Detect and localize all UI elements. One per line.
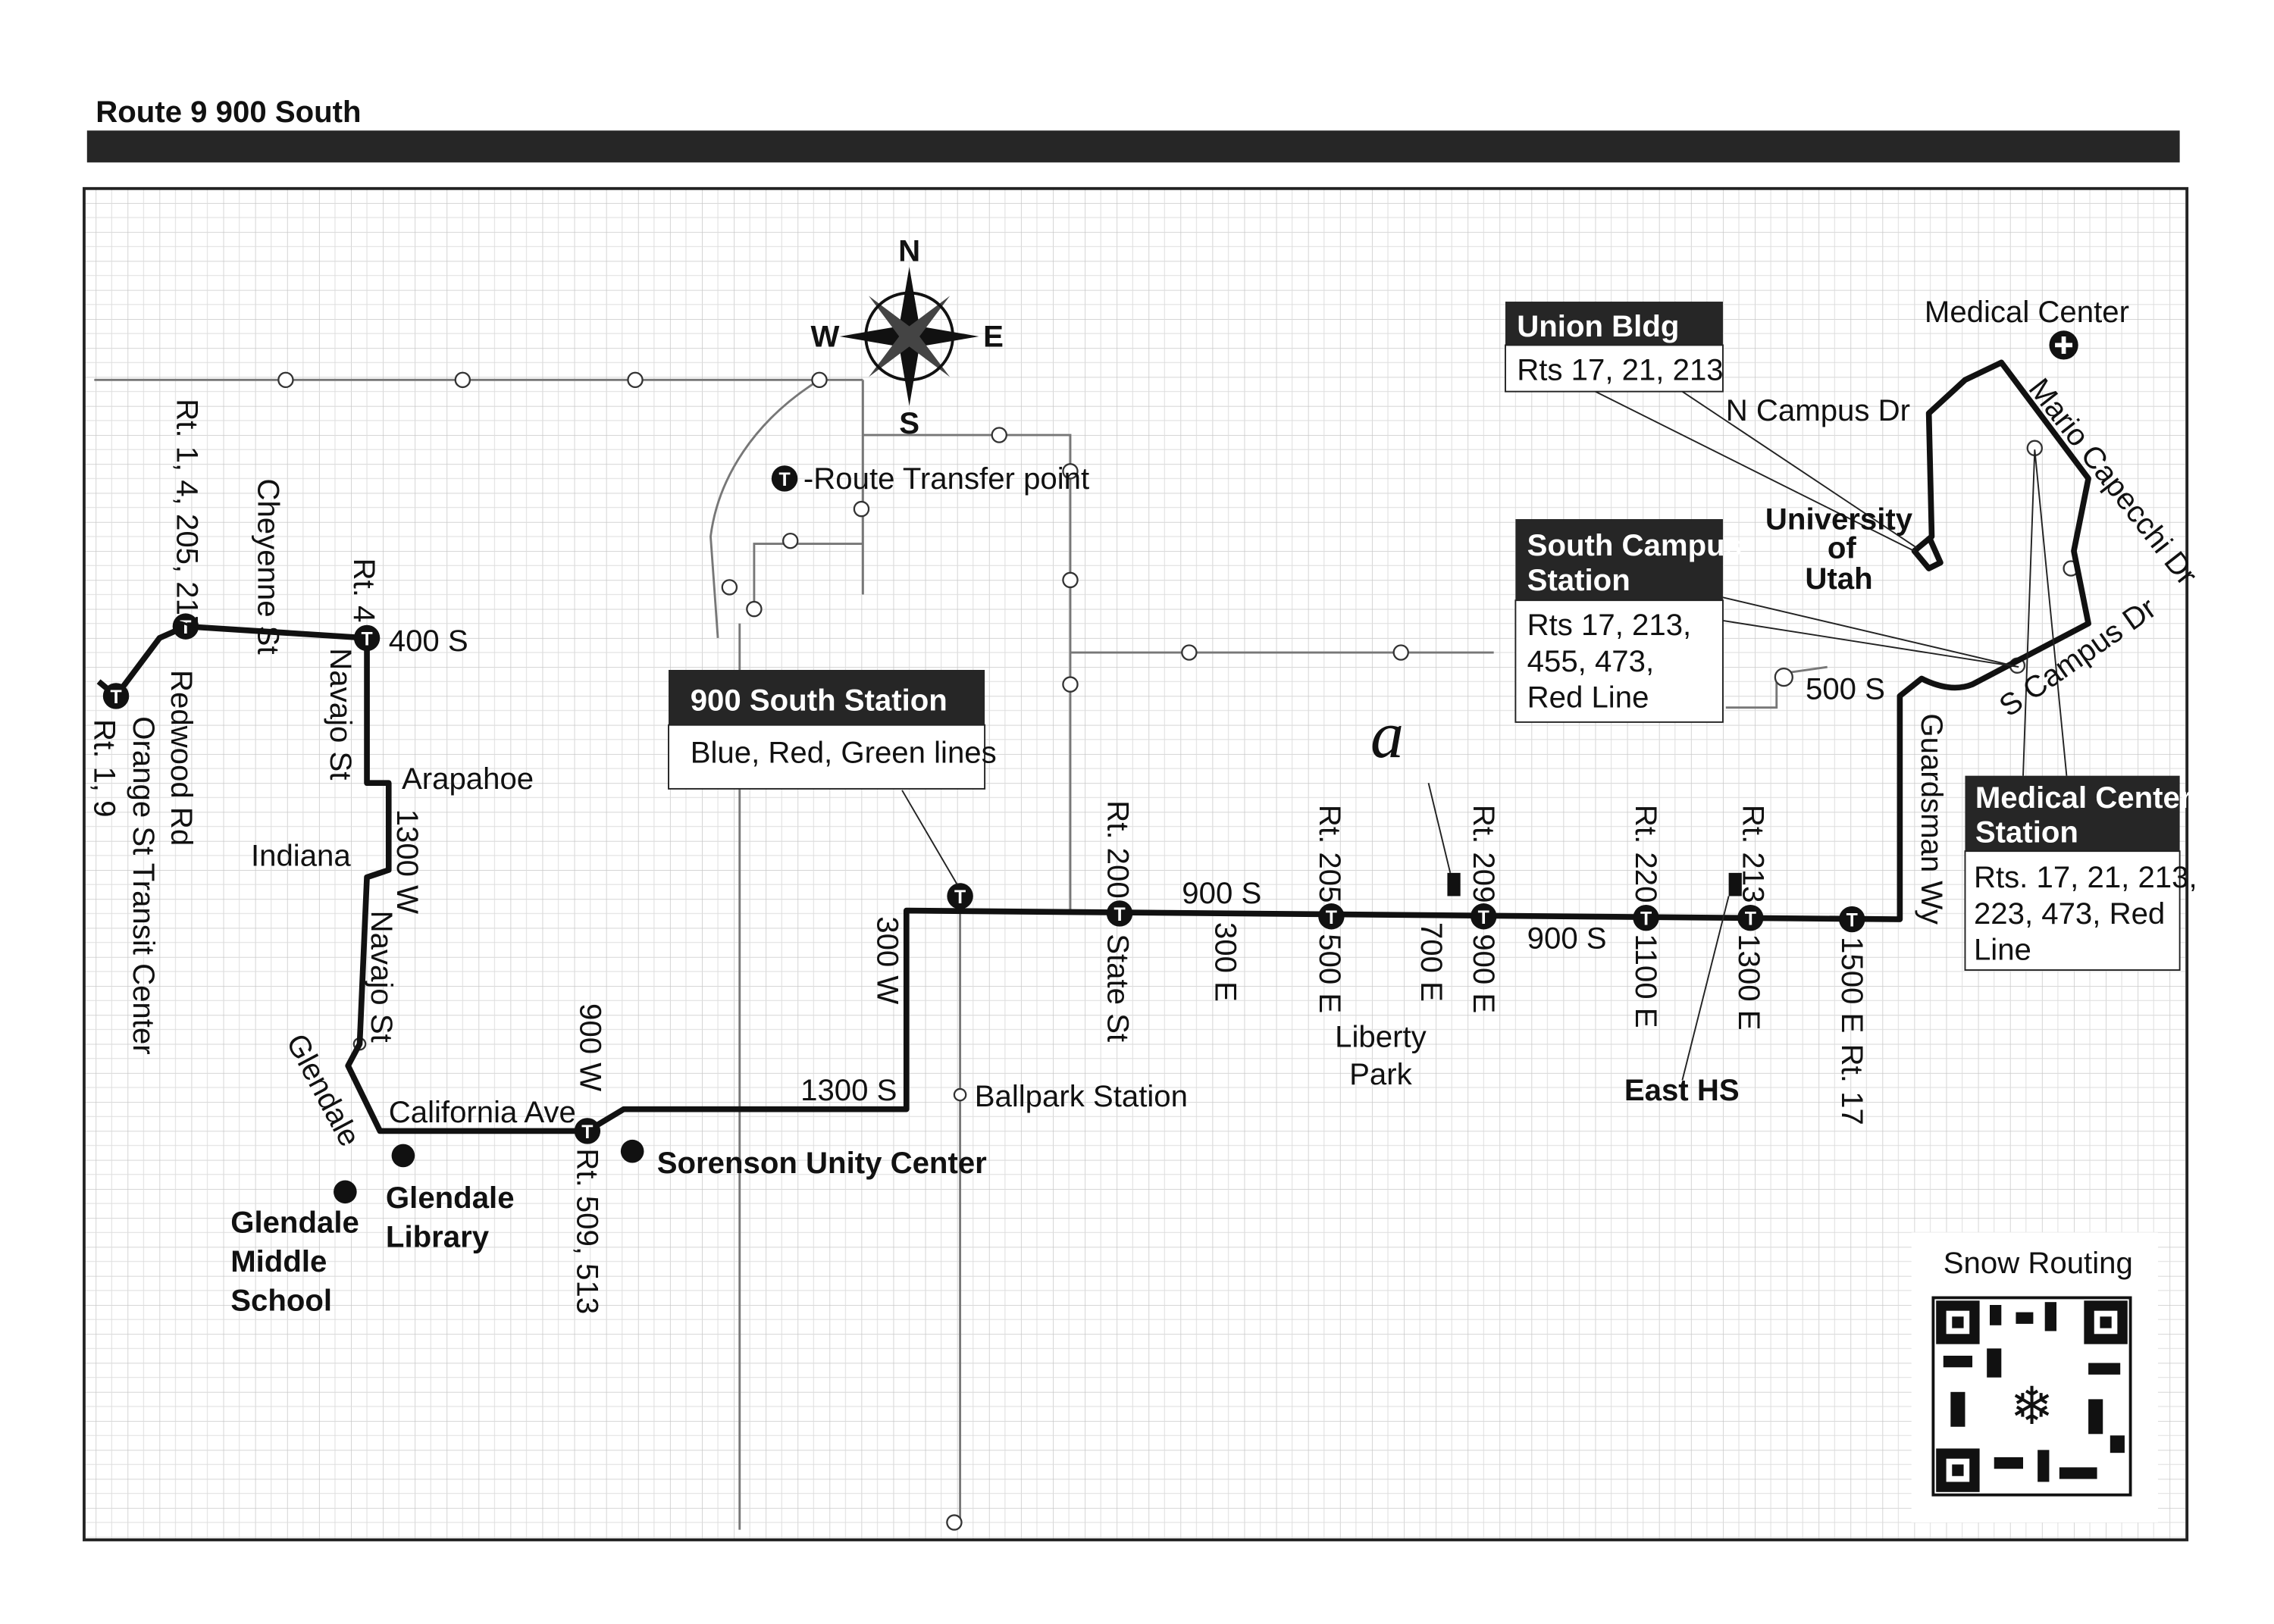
routes-r4-label: Rt. 4 [347,559,381,623]
callouts-medical-title-1-label: Station [1975,815,2078,850]
streets-e300-label: 300 E [1208,922,1242,1002]
streets-state-label: State St [1101,934,1135,1042]
callouts-station_900s-lines-0-label: Blue, Red, Green lines [691,735,997,769]
streets-e1100-label: 1100 E [1629,934,1663,1028]
streets-s900b-label: 900 S [1527,921,1607,955]
streets-orange-label: Orange St Transit Center [127,716,161,1054]
callouts-south_campus-lines-2-label: Red Line [1527,681,1649,715]
routes-r209-label: Rt. 209 [1467,805,1501,903]
places-glendale_ms-2-label: School [230,1284,332,1318]
streets-cheyenne-label: Cheyenne St [252,478,286,654]
callout-south-campus: South Campus Station Rts 17, 213, 455, 4… [1514,519,2019,723]
places-liberty-0-label: Liberty [1335,1019,1427,1053]
places-glendale_ms-1-label: Middle [230,1244,327,1278]
streets-w900-label: 900 W [573,1003,607,1091]
routes-r213-label: Rt. 213 [1737,805,1771,903]
streets-e1500-label: 1500 E [1835,937,1869,1033]
places-ballpark-label: Ballpark Station [975,1079,1188,1113]
compass-rose: N S E W [811,233,1004,440]
callouts-medical-lines-0-label: Rts. 17, 21, 213, [1974,860,2197,894]
streets-w1300-label: 1300 W [390,809,424,914]
header-bar [86,130,2180,163]
streets-e500-label: 500 E [1313,934,1347,1013]
streets-s900a-label: 900 S [1182,876,1261,910]
streets-e900-label: 900 E [1467,934,1501,1013]
streets-s500-label: 500 S [1806,671,1885,706]
compass-w: W [811,319,840,353]
routes-r1-label: Rt. 1, 4, 205, 217 [170,399,204,632]
legend-transfer-label: -Route Transfer point [803,462,1089,496]
streets-navajo1-label: Navajo St [324,648,358,780]
streets-indiana-label: Indiana [251,838,351,872]
callouts-medical-lines-2-label: Line [1974,933,2031,967]
places-liberty-1-label: Park [1349,1057,1412,1091]
callouts-union-title-label: Union Bldg [1517,309,1679,343]
places-university-1-label: of [1828,531,1857,565]
places-glendale_ms-0-label: Glendale [230,1205,359,1239]
callouts-station_900s-title-label: 900 South Station [691,684,948,718]
streets-navajo2-label: Navajo St [365,911,399,1043]
legend-transfer-icon [771,465,798,492]
streets-e700-label: 700 E [1414,922,1449,1002]
routes-r205-label: Rt. 205 [1313,805,1347,903]
places-glendale_lib-1-label: Library [386,1219,490,1253]
streets-redwood-label: Redwood Rd [164,670,199,846]
callouts-medical-lines-1-label: 223, 473, Red [1974,896,2165,931]
callout-union-bldg: Union Bldg Rts 17, 21, 213 [1505,302,1918,552]
compass-n: N [898,233,920,268]
places-university-2-label: Utah [1805,562,1872,596]
callouts-medical-title-0-label: Medical Center [1975,781,2192,815]
callouts-south_campus-lines-1-label: 455, 473, [1527,644,1654,678]
compass-e: E [983,319,1004,353]
callout-medical-center-station: Medical Center Station Rts. 17, 21, 213,… [1964,449,2197,972]
streets-guardsman-label: Guardsman Wy [1915,713,1949,925]
callouts-south_campus-title-0-label: South Campus [1527,528,1742,562]
places-glendale_lib-0-label: Glendale [386,1181,515,1215]
streets-w300-label: 300 W [871,916,905,1004]
routes-r200-label: Rt. 200 [1101,800,1135,898]
streets-s400-label: 400 S [389,624,468,658]
streets-n_campus-label: N Campus Dr [1726,393,1910,427]
routes-r220-label: Rt. 220 [1629,805,1663,903]
places-medical_center-label: Medical Center [1925,295,2129,329]
callouts-union-lines-0-label: Rts 17, 21, 213 [1517,352,1723,386]
streets-e1300-label: 1300 E [1732,934,1766,1030]
streets-california-label: California Ave [389,1095,576,1129]
school-marker [1728,872,1742,896]
map-frame [83,186,2189,1541]
compass-s: S [899,406,919,440]
places: Medical Center University of Utah Libert… [230,295,2129,1318]
places-east_hs-label: East HS [1624,1073,1740,1107]
places-university-0-label: University [1765,502,1913,536]
places-sorenson-label: Sorenson Unity Center [657,1146,987,1180]
route-labels: Rt. 1, 4, 205, 217 Rt. 4 Rt. 1, 9 Rt. 50… [87,399,1868,1314]
snowflake-icon: ❄ [2010,1377,2054,1435]
school-marker [1447,872,1461,896]
rail-lines [94,378,1828,1530]
streets-arapahoe-label: Arapahoe [402,762,534,796]
snow-routing-qr[interactable]: Snow Routing ❄ [1911,1232,2158,1522]
routes-r509-label: Rt. 509, 513 [570,1148,604,1314]
callouts-south_campus-title-1-label: Station [1527,563,1630,597]
callout-900-south-station: 900 South Station Blue, Red, Green lines [668,670,997,885]
callouts-south_campus-lines-0-label: Rts 17, 213, [1527,608,1692,642]
routes-r19-label: Rt. 1, 9 [87,719,121,817]
page-title: Route 9 900 South [96,95,361,129]
uta-logo: a [1370,699,1404,772]
qr-title: Snow Routing [1944,1246,2133,1280]
streets-s1300-label: 1300 S [800,1073,897,1107]
routes-r17-label: Rt. 17 [1835,1044,1869,1125]
